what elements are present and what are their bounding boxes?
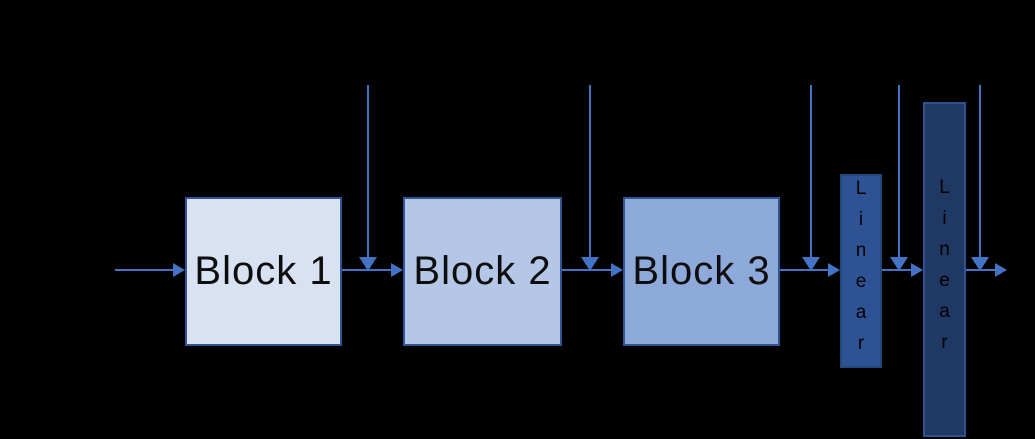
block-2-label: Block 2 — [413, 249, 552, 293]
drop-arrowhead-4-icon — [890, 257, 908, 271]
block-1: Block 1 — [185, 197, 342, 346]
linear-2-label: Linear — [934, 176, 955, 363]
drop-arrowhead-5-icon — [971, 257, 989, 271]
arrowhead-into-linear1-icon — [828, 263, 840, 277]
linear-1-label: Linear — [850, 178, 872, 364]
drop-arrowhead-1-icon — [359, 257, 377, 271]
arrowhead-into-block2-icon — [391, 263, 403, 277]
drop-arrow-line-4 — [898, 85, 900, 258]
arrowhead-into-linear2-icon — [911, 263, 923, 277]
drop-arrow-line-2 — [589, 85, 591, 258]
block-3-label: Block 3 — [632, 249, 771, 293]
block-1-label: Block 1 — [194, 249, 333, 293]
block-3: Block 3 — [623, 197, 780, 346]
arrowhead-into-block3-icon — [611, 263, 623, 277]
input-arrowhead-icon — [173, 263, 185, 277]
input-arrow-line — [115, 269, 173, 271]
output-arrowhead-icon — [995, 263, 1007, 277]
drop-arrowhead-3-icon — [802, 257, 820, 271]
drop-arrowhead-2-icon — [581, 257, 599, 271]
linear-layer-2: Linear — [923, 102, 966, 437]
block-2: Block 2 — [403, 197, 562, 346]
drop-arrow-line-1 — [367, 85, 369, 258]
drop-arrow-line-5 — [979, 85, 981, 258]
drop-arrow-line-3 — [810, 85, 812, 258]
linear-layer-1: Linear — [840, 174, 882, 368]
